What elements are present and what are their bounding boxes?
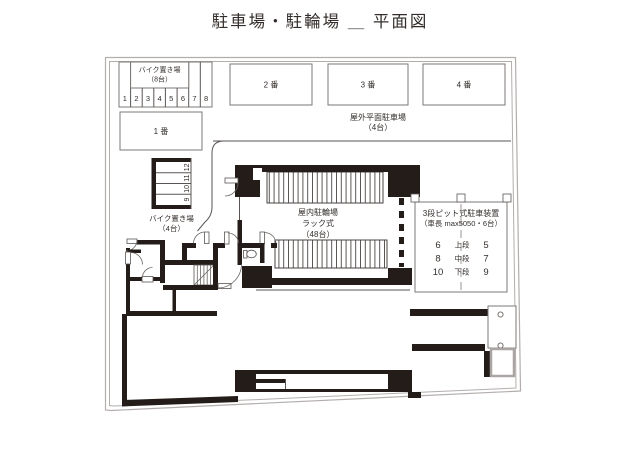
space-2 [229, 63, 313, 106]
pit-row1-right: 5 [483, 240, 488, 251]
bike8-stall-7: 7 [192, 94, 196, 103]
bike4-label-line1: バイク置き場 [149, 213, 194, 223]
site-boundary [104, 56, 522, 412]
indoor-bike-area: 屋内駐輪場 ラック式 （48台） [224, 165, 420, 291]
bike4-stall-10: 10 [184, 185, 191, 193]
bike8-stall-6: 6 [181, 94, 185, 103]
space-3-label: 3 番 [361, 80, 376, 90]
bike8-label-line1: バイク置き場 [139, 65, 181, 74]
post-circle-2 [497, 342, 504, 349]
toilet-icon [246, 249, 257, 259]
pit-row1-left: 6 [435, 240, 440, 251]
space-1 [119, 111, 203, 151]
building-interior [125, 231, 277, 316]
bike8-stall-4: 4 [158, 94, 162, 103]
bike8-stall-2: 2 [134, 94, 138, 103]
rack-top [266, 171, 384, 204]
post-circle-1 [497, 311, 504, 318]
bike4-stall-11: 11 [184, 174, 191, 181]
bike8-stall-3: 3 [146, 94, 150, 103]
outdoor-area-label-line1: 屋外平面駐車場 [350, 112, 406, 122]
pit-title: 3段ピット式駐車装置 [423, 208, 499, 218]
bike4-stall-12: 12 [184, 163, 191, 171]
pit-row2-label: 中段 [455, 253, 470, 263]
site-walls [122, 314, 238, 407]
outdoor-area-label-line2: （4台） [364, 122, 392, 132]
pit-subtitle: （車長 max5050・6台） [420, 218, 502, 228]
ramp-structure [235, 370, 421, 398]
toilet-room [243, 243, 265, 263]
staircase [193, 264, 215, 286]
page-title: 駐車場・駐輪場 ＿ 平面図 [212, 12, 429, 31]
space-3 [327, 63, 409, 106]
pit-row3-label: 下段 [455, 267, 470, 277]
pit-row2-right: 7 [483, 254, 488, 265]
space-2-label: 2 番 [264, 80, 279, 90]
outdoor-parking: 1 番 2 番 3 番 4 番 屋外平面駐車場 （4台） [119, 63, 506, 151]
bike4-area: 12 11 10 9 バイク置き場 （4台） [149, 158, 194, 233]
bike8-stall-8: 8 [204, 94, 208, 103]
pit-row3-left: 10 [433, 267, 444, 278]
indoor-label-line1: 屋内駐輪場 [298, 207, 338, 217]
bike8-label-box [130, 61, 190, 89]
indoor-label-line2: ラック式 [302, 218, 334, 228]
space-4-label: 4 番 [457, 80, 472, 90]
bike4-stall-9: 9 [184, 198, 191, 202]
rack-bottom [274, 239, 388, 269]
pit-parking: 3段ピット式駐車装置 （車長 max5050・6台） 6 上段 5 8 中段 7… [410, 193, 512, 293]
indoor-label-line3: （48台） [302, 229, 335, 239]
pit-row1-label: 上段 [455, 240, 470, 250]
space-4 [422, 63, 506, 106]
bike4-label-line2: （4台） [158, 223, 185, 233]
bike8-stall-1: 1 [123, 94, 127, 103]
right-structures [410, 305, 517, 378]
bike8-area: バイク置き場 （8台） 1 2 3 4 5 6 7 8 [118, 61, 213, 108]
space-1-label: 1 番 [154, 126, 169, 136]
pit-row2-left: 8 [435, 254, 440, 265]
bike8-stall-5: 5 [169, 94, 173, 103]
driveway-line [197, 140, 511, 232]
bike8-label-line2: （8台） [147, 75, 172, 84]
pit-row3-right: 9 [483, 267, 488, 278]
